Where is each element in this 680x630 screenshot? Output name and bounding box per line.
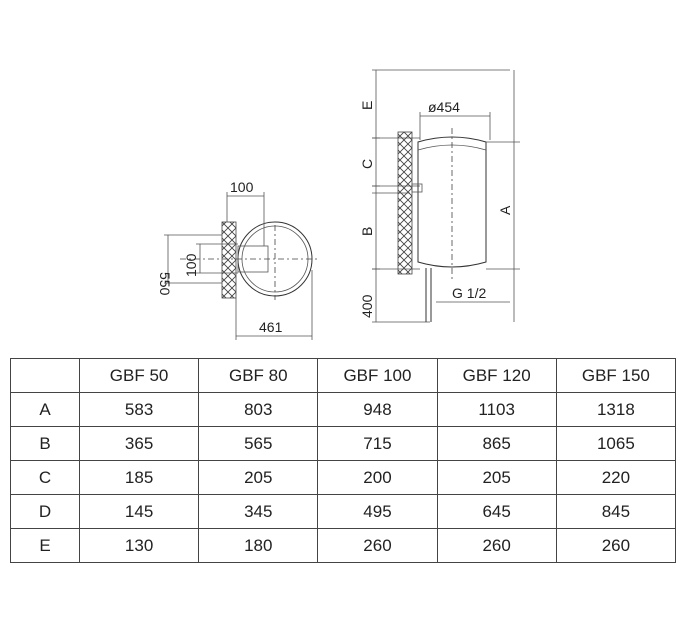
- tank-body: [417, 136, 487, 268]
- table-cell: 1318: [555, 392, 677, 427]
- table-cell: 260: [317, 528, 438, 563]
- table-cell: 220: [555, 460, 677, 495]
- table-header-cell: GBF 150: [555, 358, 677, 393]
- table-cell: 495: [317, 494, 438, 529]
- dim-bottom-label: 400: [359, 294, 375, 318]
- pipe-size-label: G 1/2: [452, 285, 486, 301]
- dim-b-label: B: [359, 227, 375, 236]
- wall-hatch-left: [221, 221, 237, 299]
- dim-c-label: C: [359, 159, 375, 169]
- table-cell: 205: [198, 460, 319, 495]
- row-label: B: [10, 426, 80, 461]
- dimension-table: GBF 50 GBF 80 GBF 100 GBF 120 GBF 150 A …: [10, 358, 677, 563]
- table-row: E 130 180 260 260 260: [10, 528, 677, 563]
- row-label: E: [10, 528, 80, 563]
- table-cell: 185: [78, 460, 200, 495]
- table-cell: 948: [317, 392, 438, 427]
- table-cell: 200: [317, 460, 438, 495]
- dim-diameter-label: 461: [259, 319, 283, 335]
- wall-hatch-right: [397, 131, 413, 275]
- table-cell: 345: [198, 494, 319, 529]
- row-label: D: [10, 494, 80, 529]
- table-row: A 583 803 948 1103 1318: [10, 392, 677, 427]
- table-cell: 565: [198, 426, 319, 461]
- table-header-cell: GBF 100: [317, 358, 438, 393]
- table-header-row: GBF 50 GBF 80 GBF 100 GBF 120 GBF 150: [10, 358, 677, 393]
- table-cell: 145: [78, 494, 200, 529]
- table-row: D 145 345 495 645 845: [10, 494, 677, 529]
- table-cell: 645: [436, 494, 557, 529]
- top-view: 100 550 100 461: [157, 179, 318, 340]
- dim-diameter-side-label: ø454: [428, 99, 460, 115]
- table-cell: 803: [198, 392, 319, 427]
- dimension-drawing: 100 550 100 461 E C B 400: [157, 69, 520, 340]
- table-cell: 205: [436, 460, 557, 495]
- dim-width-label: 100: [230, 179, 254, 195]
- mount-bracket: [411, 183, 423, 193]
- side-view: E C B 400 ø454 G 1/2 A: [359, 69, 520, 323]
- table-cell: 1065: [555, 426, 677, 461]
- table-header-cell: GBF 50: [78, 358, 200, 393]
- table-cell: 180: [198, 528, 319, 563]
- dim-height-large-label: 550: [157, 272, 173, 296]
- table-cell: 845: [555, 494, 677, 529]
- dim-e-label: E: [359, 101, 375, 110]
- table-header-cell: GBF 120: [436, 358, 557, 393]
- table-cell: 1103: [436, 392, 557, 427]
- table-row: C 185 205 200 205 220: [10, 460, 677, 495]
- table-cell: 715: [317, 426, 438, 461]
- table-header-cell: [10, 358, 80, 393]
- table-cell: 130: [78, 528, 200, 563]
- table-row: B 365 565 715 865 1065: [10, 426, 677, 461]
- table-cell: 865: [436, 426, 557, 461]
- row-label: A: [10, 392, 80, 427]
- dim-height-small-label: 100: [183, 253, 199, 277]
- table-cell: 365: [78, 426, 200, 461]
- table-cell: 260: [436, 528, 557, 563]
- table-cell: 583: [78, 392, 200, 427]
- table-header-cell: GBF 80: [198, 358, 319, 393]
- table-cell: 260: [555, 528, 677, 563]
- row-label: C: [10, 460, 80, 495]
- dim-a-label: A: [497, 205, 513, 215]
